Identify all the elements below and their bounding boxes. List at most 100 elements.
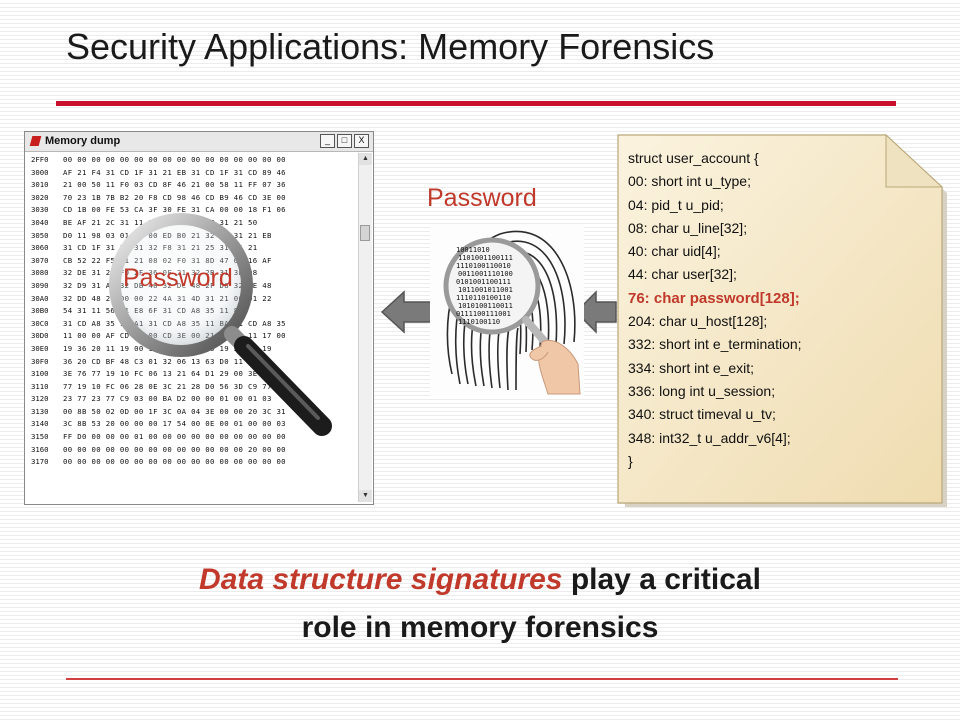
- memory-address: 3100: [31, 369, 49, 379]
- memory-row: 3030 CD 1B 00 FE 53 CA 3F 30 FE 31 CA 00 …: [27, 204, 357, 217]
- magnifier-password-label: Password: [123, 264, 233, 292]
- memory-address: 3170: [31, 457, 49, 467]
- struct-line-password: 76: char password[128];: [628, 289, 800, 307]
- memory-bytes: 3E 76 77 19 10 FC 06 13 21 64 D1 29 00 3…: [63, 369, 272, 379]
- memory-row: 3150 FF D0 00 00 00 01 00 00 00 00 00 00 …: [27, 431, 357, 444]
- memory-dump-titlebar: Memory dump _□X: [25, 132, 373, 152]
- memory-address: 2FF0: [31, 155, 49, 164]
- memory-bytes: AF 21 F4 31 CD 1F 31 21 EB 31 CD 1F 31 C…: [63, 167, 286, 177]
- memory-row: 3170 00 00 00 00 00 00 00 00 00 00 00 00 …: [27, 456, 357, 469]
- scroll-down-icon[interactable]: ▼: [359, 490, 372, 502]
- memory-address: 3130: [31, 406, 49, 416]
- memory-address: 3080: [31, 268, 49, 278]
- memory-address: 30D0: [31, 331, 49, 341]
- memory-bytes: 70 23 1B 7B B2 20 F8 CD 98 46 CD B9 46 C…: [63, 192, 286, 202]
- memory-address: 3150: [31, 432, 49, 442]
- struct-line: 340: struct timeval u_tv;: [628, 406, 776, 423]
- struct-line: 204: char u_host[128];: [628, 313, 768, 330]
- arrow-left-icon: [380, 290, 433, 334]
- memory-row: 3130 00 8B 50 02 0D 00 1F 3C 0A 04 3E 00 …: [27, 406, 357, 419]
- struct-lines: struct user_account { 00: short int u_typ…: [628, 147, 928, 473]
- memory-bytes: 00 00 00 00 00 00 00 00 00 00 00 00 00 2…: [63, 444, 286, 454]
- struct-line: 332: short int e_termination;: [628, 336, 802, 353]
- slide-caption: Data structure signatures play a critica…: [80, 556, 880, 652]
- bottom-divider: [66, 678, 898, 680]
- struct-line: 334: short int e_exit;: [628, 359, 755, 376]
- memory-bytes: 00 8B 50 02 0D 00 1F 3C 0A 04 3E 00 00 2…: [63, 406, 286, 416]
- memory-address: 3120: [31, 394, 49, 404]
- fingerprint-image: 1001101011010011001111110100110010001100…: [430, 224, 584, 396]
- memory-address: 3140: [31, 419, 49, 429]
- slide-title: Security Applications: Memory Forensics: [66, 26, 715, 67]
- memory-dump-app-icon: [29, 136, 42, 146]
- fingerprint-password-label: Password: [427, 184, 537, 212]
- memory-dump-title: Memory dump: [45, 135, 121, 147]
- memory-bytes: FF D0 00 00 00 01 00 00 00 00 00 00 00 0…: [63, 432, 286, 442]
- fingerprint-binary-line: 0111100111001: [456, 310, 511, 318]
- maximize-button[interactable]: □: [337, 134, 352, 148]
- fingerprint-binary-line: 1110110100110: [456, 294, 511, 302]
- minimize-button[interactable]: _: [320, 134, 335, 148]
- memory-address: 3160: [31, 444, 49, 454]
- caption-line1-rest: play a critical: [562, 563, 761, 596]
- memory-row: 30F0 36 20 CD BF 48 C3 01 32 06 13 63 D0 …: [27, 356, 357, 369]
- scrollbar-thumb[interactable]: [360, 225, 370, 241]
- memory-bytes: 21 00 50 11 F0 03 CD 8F 46 21 00 58 11 F…: [63, 180, 286, 190]
- fingerprint-binary-line: 1110100110: [458, 318, 500, 326]
- caption-emphasis: Data structure signatures: [199, 563, 563, 596]
- memory-address: 30F0: [31, 356, 49, 366]
- struct-line: struct user_account {: [628, 150, 759, 166]
- memory-address: 3090: [31, 280, 49, 290]
- struct-line: 00: short int u_type;: [628, 173, 751, 190]
- memory-address: 3010: [31, 180, 49, 190]
- memory-bytes: 23 77 23 77 C9 03 00 BA D2 00 00 01 00 0…: [63, 394, 272, 404]
- memory-bytes: 3C 8B 53 20 00 00 00 17 54 00 0E 00 01 0…: [63, 419, 286, 429]
- struct-line: 40: char uid[4];: [628, 243, 721, 260]
- caption-line2: role in memory forensics: [301, 611, 659, 644]
- memory-dump-scrollbar[interactable]: ▲ ▼: [358, 153, 372, 502]
- fingerprint-binary-line: 0101001100111: [456, 278, 511, 286]
- memory-row: 3000 AF 21 F4 31 CD 1F 31 21 EB 31 CD 1F …: [27, 167, 357, 180]
- memory-address: 3020: [31, 192, 49, 202]
- memory-address: 3000: [31, 167, 49, 177]
- memory-bytes: 00 00 00 00 00 00 00 00 00 00 00 00 00 0…: [63, 155, 286, 164]
- memory-bytes: 00 00 00 00 00 00 00 00 00 00 00 00 00 0…: [63, 457, 286, 467]
- memory-address: 3050: [31, 230, 49, 240]
- struct-line: 44: char user[32];: [628, 266, 737, 283]
- memory-address: 30C0: [31, 318, 49, 328]
- scroll-up-icon[interactable]: ▲: [359, 153, 372, 165]
- memory-address: 3110: [31, 381, 49, 391]
- struct-definition-note: [617, 133, 947, 507]
- fingerprint-binary-line: 0011001110100: [458, 270, 513, 278]
- fingerprint-binary-line: 1101001100111: [458, 254, 513, 262]
- struct-line: }: [628, 452, 633, 469]
- struct-line: 348: int32_t u_addr_v6[4];: [628, 429, 791, 446]
- title-underline: [56, 101, 896, 106]
- memory-address: 30E0: [31, 343, 49, 353]
- struct-line: 04: pid_t u_pid;: [628, 196, 724, 213]
- memory-address: 3030: [31, 205, 49, 215]
- fingerprint-binary-line: 1110100110010: [456, 262, 511, 270]
- memory-row: 3120 23 77 23 77 C9 03 00 BA D2 00 00 01 …: [27, 393, 357, 406]
- fingerprint-binary-line: 10011010: [456, 246, 490, 254]
- memory-row: 2FF0 00 00 00 00 00 00 00 00 00 00 00 00 …: [27, 154, 357, 167]
- close-button[interactable]: X: [354, 134, 369, 148]
- memory-row: 3160 00 00 00 00 00 00 00 00 00 00 00 00 …: [27, 444, 357, 457]
- arrow-left-icon: [574, 290, 617, 334]
- memory-address: 3040: [31, 217, 49, 227]
- memory-address: 30A0: [31, 293, 49, 303]
- memory-row: 3010 21 00 50 11 F0 03 CD 8F 46 21 00 58 …: [27, 179, 357, 192]
- struct-line: 336: long int u_session;: [628, 382, 776, 399]
- memory-row: 3020 70 23 1B 7B B2 20 F8 CD 98 46 CD B9 …: [27, 192, 357, 205]
- struct-line: 08: char u_line[32];: [628, 219, 748, 236]
- memory-bytes: 36 20 CD BF 48 C3 01 32 06 13 63 D0 11 2…: [63, 356, 272, 366]
- magnifier-icon: [109, 213, 332, 436]
- memory-row: 3140 3C 8B 53 20 00 00 00 17 54 00 0E 00 …: [27, 418, 357, 431]
- memory-row: 3110 77 19 10 FC 06 28 0E 3C 21 28 D0 56 …: [27, 381, 357, 394]
- memory-bytes: 77 19 10 FC 06 28 0E 3C 21 28 D0 56 3D C…: [63, 381, 272, 391]
- fingerprint-binary-line: 1010100110011: [458, 302, 513, 310]
- fingerprint-binary-line: 1011001011001: [458, 286, 513, 294]
- memory-address: 3070: [31, 255, 49, 265]
- memory-address: 3060: [31, 243, 49, 253]
- memory-bytes: CD 1B 00 FE 53 CA 3F 30 FE 31 CA 00 00 1…: [63, 205, 286, 215]
